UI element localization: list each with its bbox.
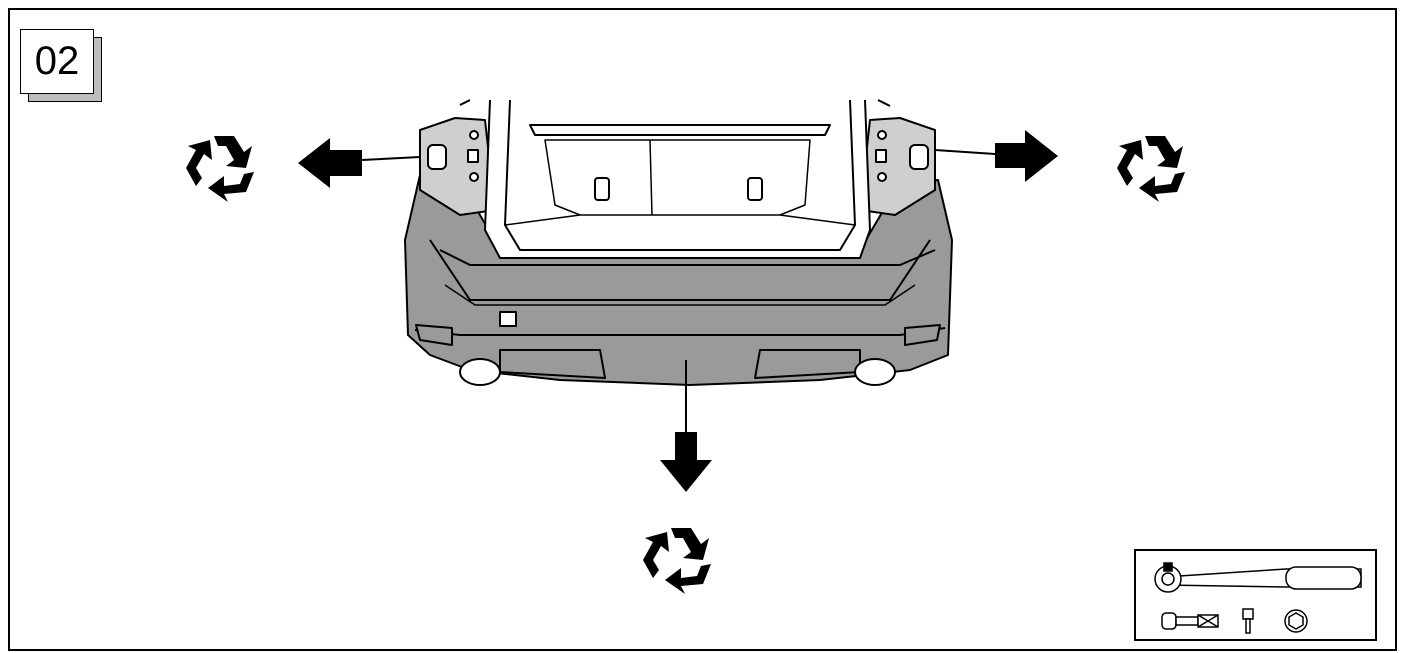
recycle-icon [643, 528, 711, 594]
arrow-icon [995, 130, 1058, 182]
vehicle-rear [404, 99, 953, 386]
step-number: 02 [20, 29, 94, 94]
extension-bar-icon [1161, 612, 1219, 630]
recycle-icon [186, 136, 254, 202]
step-badge: 02 [16, 27, 104, 107]
recycle-icon [1117, 136, 1185, 202]
arrow-icon [298, 138, 362, 188]
leader-line-right [934, 149, 996, 155]
socket-icon [1242, 608, 1254, 634]
ratchet-wrench-icon [1154, 562, 1362, 593]
tools-box [1134, 549, 1377, 641]
leader-line-left [361, 156, 421, 161]
hex-nut-icon [1284, 609, 1308, 633]
arrow-icon [660, 432, 712, 492]
